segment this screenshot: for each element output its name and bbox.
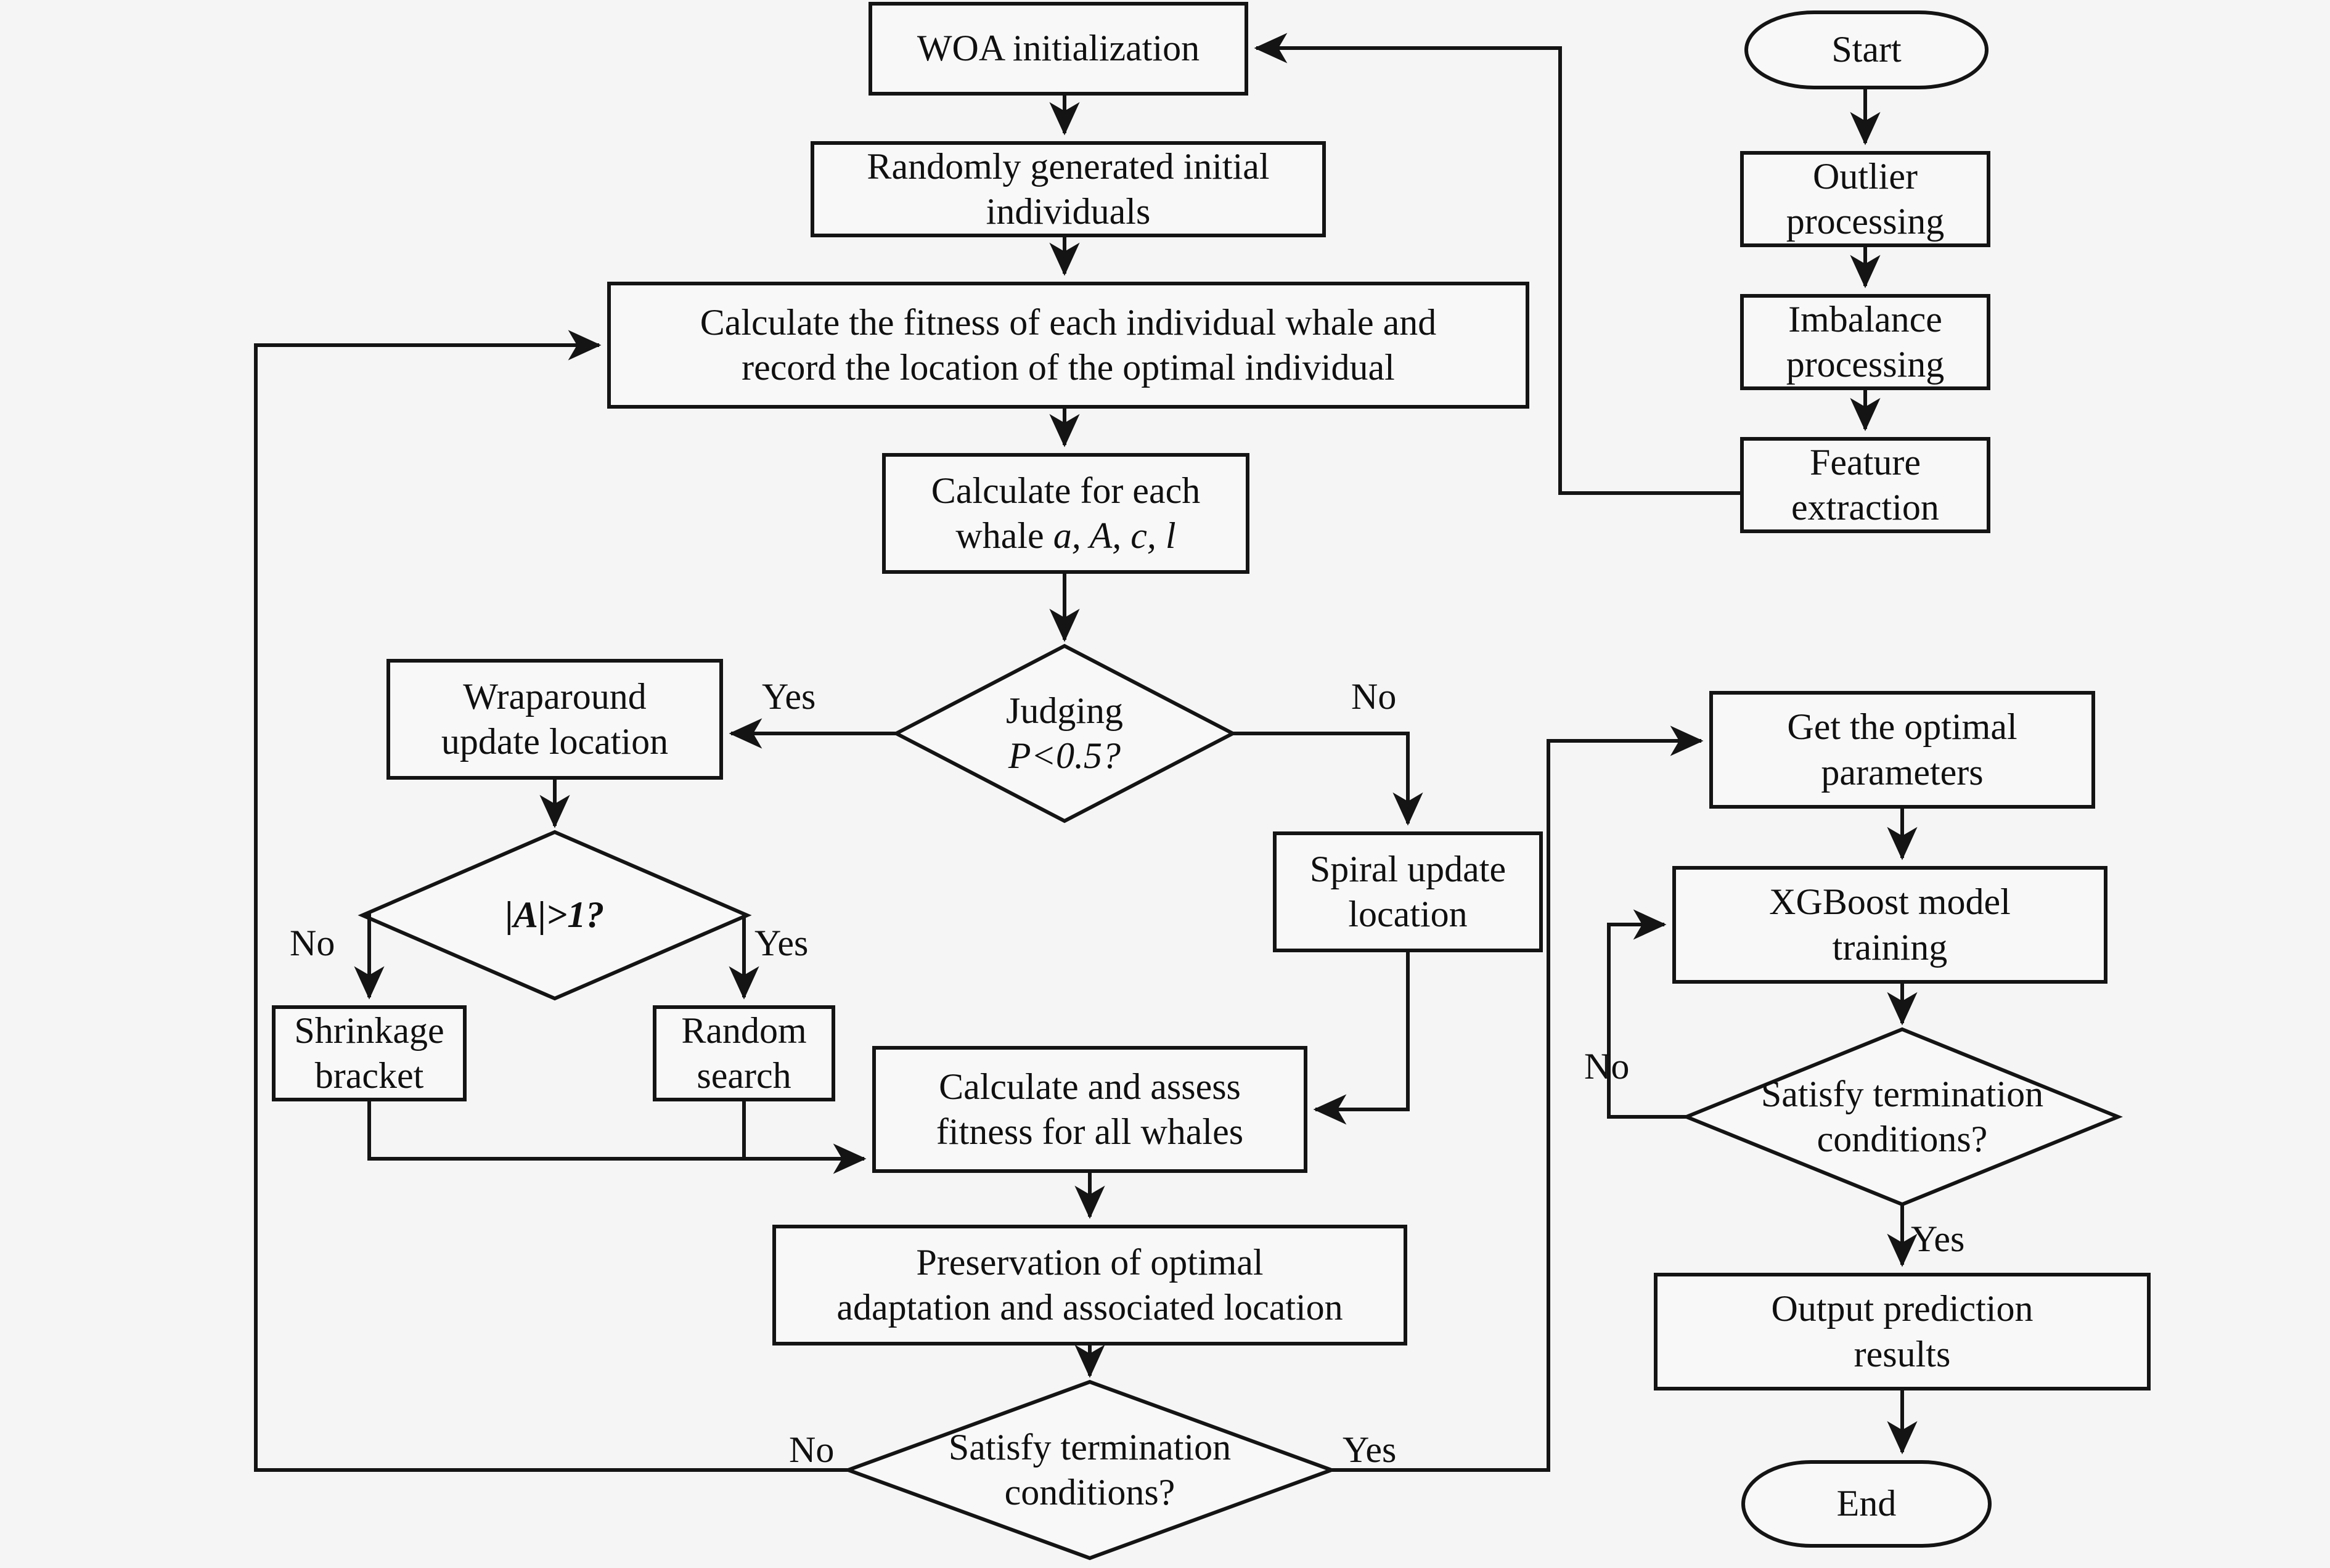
node-abs-a-gt-1[interactable] bbox=[358, 830, 752, 1001]
node-judging-p[interactable] bbox=[892, 643, 1237, 823]
edge-judging-no-to-spiral bbox=[1233, 732, 1423, 826]
edge-woa-term-no-loop bbox=[254, 330, 848, 1472]
edge-absa-yes-to-random-search bbox=[729, 913, 759, 1000]
node-random-search[interactable] bbox=[653, 1005, 835, 1101]
edge-absa-no-to-shrinkage bbox=[354, 913, 385, 1000]
edge-label-xgb-term-no: No bbox=[1584, 1046, 1630, 1087]
node-satisfy-termination-xgb[interactable] bbox=[1682, 1027, 2123, 1207]
node-get-optimal-parameters[interactable] bbox=[1709, 691, 2095, 809]
edge-feature-to-woa-init bbox=[1254, 33, 1742, 495]
node-assess-fitness[interactable] bbox=[872, 1046, 1307, 1173]
node-start[interactable] bbox=[1744, 10, 1989, 89]
edge-label-judging-yes: Yes bbox=[762, 676, 816, 717]
node-wraparound-update[interactable] bbox=[386, 659, 723, 780]
edge-xgb-term-no-loop bbox=[1607, 909, 1686, 1119]
edge-spiral-to-assess bbox=[1313, 950, 1410, 1125]
node-output-prediction[interactable] bbox=[1654, 1273, 2151, 1390]
node-end[interactable] bbox=[1741, 1460, 1992, 1548]
edge-woa-term-yes-to-optimal bbox=[1331, 725, 1704, 1472]
edge-label-woa-term-no: No bbox=[789, 1429, 835, 1470]
node-preservation[interactable] bbox=[772, 1225, 1407, 1345]
node-woa-initialization[interactable] bbox=[869, 2, 1248, 96]
node-satisfy-termination-woa[interactable] bbox=[843, 1379, 1337, 1561]
node-imbalance-processing[interactable] bbox=[1740, 294, 1990, 390]
edge-label-woa-term-yes: Yes bbox=[1343, 1429, 1397, 1470]
edge-label-absa-yes: Yes bbox=[754, 923, 809, 963]
edge-label-judging-no: No bbox=[1351, 676, 1397, 717]
node-spiral-update[interactable] bbox=[1273, 831, 1543, 952]
node-feature-extraction[interactable] bbox=[1740, 437, 1990, 533]
node-outlier-processing[interactable] bbox=[1740, 151, 1990, 247]
edge-shrinkage-merge bbox=[367, 1100, 867, 1174]
node-shrinkage-bracket[interactable] bbox=[272, 1005, 467, 1101]
edge-label-xgb-term-yes: Yes bbox=[1911, 1219, 1965, 1259]
node-xgboost-training[interactable] bbox=[1672, 866, 2107, 984]
node-calculate-fitness[interactable] bbox=[607, 282, 1529, 409]
edge-label-absa-no: No bbox=[290, 923, 335, 963]
node-random-individuals[interactable] bbox=[811, 141, 1326, 237]
node-calculate-params[interactable] bbox=[882, 453, 1249, 574]
